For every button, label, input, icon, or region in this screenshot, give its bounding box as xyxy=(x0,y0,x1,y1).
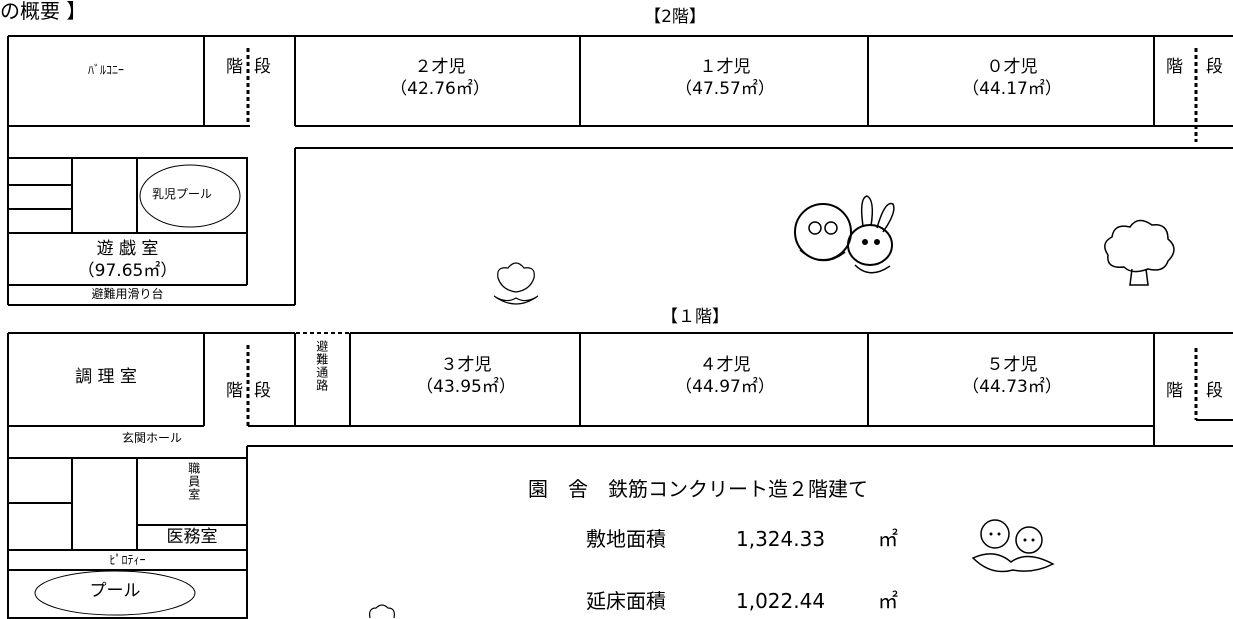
floor2-heading: 【2階】 xyxy=(644,7,706,27)
stairs-right-2f-a: 階 xyxy=(1166,57,1183,77)
stairs-right-1f-a: 階 xyxy=(1166,381,1183,401)
playroom-label: 遊 戯 室 xyxy=(96,239,159,259)
room-2yo-name: ２才児 xyxy=(414,57,466,77)
stairs-left-2f-a: 階 xyxy=(226,57,243,77)
floor1-walls xyxy=(7,332,1233,619)
site-area-value: 1,324.33 xyxy=(736,527,826,551)
page-title: の概要 】 xyxy=(0,0,87,23)
flower-bud-icon xyxy=(369,604,395,619)
stairs-right-2f-b: 段 xyxy=(1206,57,1223,77)
pool-label: プール xyxy=(89,581,141,601)
escape-path-label: 避難通路 xyxy=(314,340,329,392)
tree-icon xyxy=(1104,219,1175,286)
room-1yo-name: １才児 xyxy=(699,57,751,77)
tulip-icon xyxy=(493,262,539,305)
stairs-right-1f-b: 段 xyxy=(1206,381,1223,401)
entrance-hall-label: 玄関ホール xyxy=(122,431,183,445)
room-1yo-area: （47.57㎡） xyxy=(675,79,775,99)
room-5yo-name: ５才児 xyxy=(986,355,1038,375)
children-playing-icon xyxy=(971,519,1055,573)
infant-pool-label: 乳児プール xyxy=(152,187,213,201)
stairs-left-1f-a: 階 xyxy=(226,381,243,401)
mascot-raccoon-rabbit-icon xyxy=(794,195,895,274)
room-2yo-area: （42.76㎡） xyxy=(390,79,490,99)
floor-area-label: 延床面積 xyxy=(586,589,666,613)
floor2-walls xyxy=(7,35,1233,306)
building-structure: 園 舎 鉄筋コンクリート造２階建て xyxy=(528,477,868,501)
room-0yo-name: ０才児 xyxy=(986,57,1038,77)
site-area-label: 敷地面積 xyxy=(586,527,666,551)
stairs-left-2f-b: 段 xyxy=(254,57,271,77)
medical-room-label: 医務室 xyxy=(166,527,218,547)
room-5yo-area: （44.73㎡） xyxy=(962,377,1062,397)
escape-slide-label: 避難用滑り台 xyxy=(91,287,164,301)
floor-area-value: 1,022.44 xyxy=(736,589,826,613)
balcony-label: ﾊﾞﾙｺﾆｰ xyxy=(87,63,124,77)
kitchen-label: 調 理 室 xyxy=(75,367,137,387)
stairs-left-1f-b: 段 xyxy=(254,381,271,401)
pilotis-label: ﾋﾟﾛﾃｨｰ xyxy=(109,553,146,567)
floor-area-unit: ㎡ xyxy=(878,589,898,613)
room-3yo-area: （43.95㎡） xyxy=(416,377,516,397)
playroom-area: （97.65㎡） xyxy=(77,261,178,281)
floor1-heading: 【１階】 xyxy=(661,307,729,327)
room-4yo-name: ４才児 xyxy=(699,355,751,375)
room-0yo-area: （44.17㎡） xyxy=(962,79,1062,99)
room-3yo-name: ３才児 xyxy=(440,355,492,375)
room-4yo-area: （44.97㎡） xyxy=(675,377,775,397)
staff-room-label: 職員室 xyxy=(186,462,201,501)
site-area-unit: ㎡ xyxy=(878,527,898,551)
